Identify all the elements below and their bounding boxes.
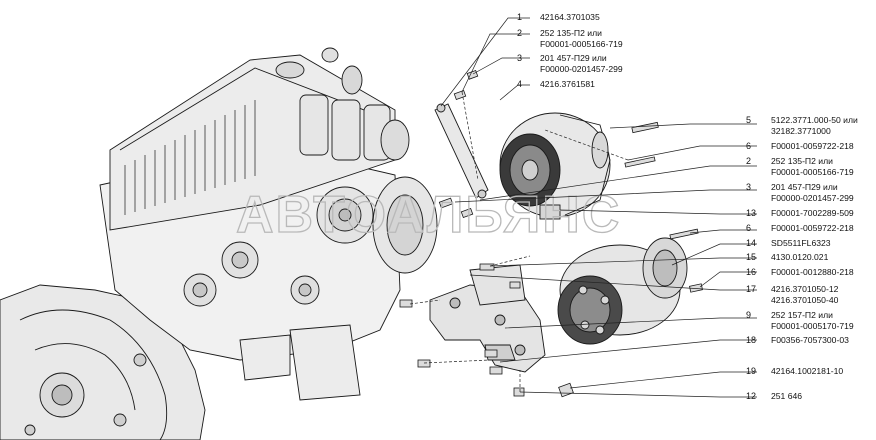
callout-number: 17 [746,284,756,294]
callout-label: 251 646 [771,391,802,401]
callout-label: SD5511FL6323 [771,238,831,248]
callout-label: F00001-0012880-218 [771,267,854,277]
callout-label: F00001-0059722-218 [771,141,854,151]
callout-number: 15 [746,252,756,262]
callout-number: 2 [517,28,522,38]
callout-number: 5 [746,115,751,125]
callout-number: 6 [746,223,751,233]
leader-lines [409,17,757,398]
callout-label: 32182.3771000 [771,126,831,136]
callout-number: 4 [517,79,522,89]
callout-label: 201 457-П29 или [771,182,838,192]
callouts-right: 5 5122.3771.000-50 или 32182.3771000 6 F… [746,115,858,401]
callout-number: 2 [746,156,751,166]
callouts-top: 1 42164.3701035 2 252 135-П2 или F00001-… [517,12,623,89]
callout-label: F00356-7057300-03 [771,335,849,345]
engine-block-drawing [0,47,438,440]
callout-label: 4130.0120.021 [771,252,829,262]
callout-label: 252 135-П2 или [540,28,602,38]
callout-number: 9 [746,310,751,320]
callout-label: F00001-7002289-509 [771,208,854,218]
callout-number: 3 [517,53,522,63]
callout-label: F00000-0201457-299 [540,64,623,74]
callout-number: 1 [517,12,522,22]
callout-label: 4216.3701050-12 [771,284,839,294]
callout-number: 14 [746,238,756,248]
watermark-text: АВТОАЛЬЯНС [236,186,621,244]
callout-number: 19 [746,366,756,376]
callout-label: 42164.1002181-10 [771,366,843,376]
callout-number: 13 [746,208,756,218]
callout-label: 201 457-П29 или [540,53,607,63]
callout-number: 18 [746,335,756,345]
callout-label: F00001-0005166-719 [540,39,623,49]
callout-label: 5122.3771.000-50 или [771,115,858,125]
callout-label: F00000-0201457-299 [771,193,854,203]
compressor-drawing [557,237,688,345]
callout-label: 252 135-П2 или [771,156,833,166]
mount-bracket-drawing [429,264,546,373]
callout-number: 16 [746,267,756,277]
callout-label: F00001-0005170-719 [771,321,854,331]
callout-label: 4216.3761581 [540,79,595,89]
callout-label: F00001-0005166-719 [771,167,854,177]
callout-number: 12 [746,391,756,401]
callout-label: 252 157-П2 или [771,310,833,320]
callout-label: F00001-0059722-218 [771,223,854,233]
callout-label: 4216.3701050-40 [771,295,839,305]
generator-drawing [499,112,611,220]
callout-number: 3 [746,182,751,192]
callout-number: 6 [746,141,751,151]
callout-label: 42164.3701035 [540,12,600,22]
tension-bracket-drawing [434,103,489,199]
